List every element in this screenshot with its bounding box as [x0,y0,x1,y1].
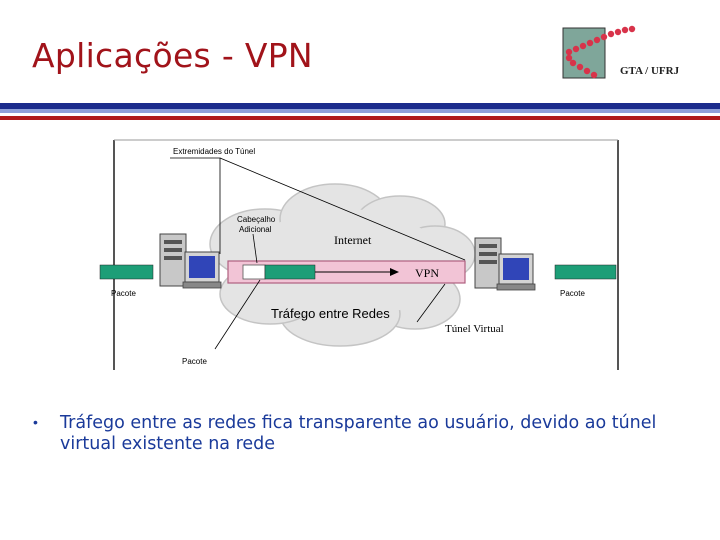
header-rule-blue [0,103,720,109]
tunnel-packet [264,264,316,280]
gta-logo [562,25,636,79]
tunnel-ends-label: Extremidades do Túnel [173,147,255,156]
bottom-packet-label: Pacote [182,357,207,366]
header-rule-light [0,109,720,113]
header-rule-red [0,116,720,120]
logo-text: GTA / UFRJ [620,65,680,77]
vpn-diagram: Extremidades do Túnel Cabeçalho Adiciona… [99,139,619,370]
logo-dots [565,25,636,79]
bullet-text: Tráfego entre as redes fica transparente… [60,413,657,454]
extra-header-label-line2: Adicional [239,225,272,234]
traffic-label: Tráfego entre Redes [271,306,390,321]
right-computer-icon [474,237,536,291]
extra-header-box [242,264,266,280]
bullet-marker: • [33,414,38,430]
right-packet [554,264,617,280]
left-packet [99,264,154,280]
pointer-lines [170,157,466,350]
virtual-tunnel-label: Túnel Virtual [445,323,504,335]
extra-header-label-line1: Cabeçalho [237,215,276,224]
tunnel-arrow-head [390,268,399,276]
internet-label: Internet [334,233,372,247]
header-rule-gap [0,113,720,115]
left-packet-label: Pacote [111,289,136,298]
right-packet-label: Pacote [560,289,585,298]
page-title: Aplicações - VPN [32,36,313,75]
vpn-label: VPN [415,266,439,280]
left-computer-icon [159,233,222,289]
